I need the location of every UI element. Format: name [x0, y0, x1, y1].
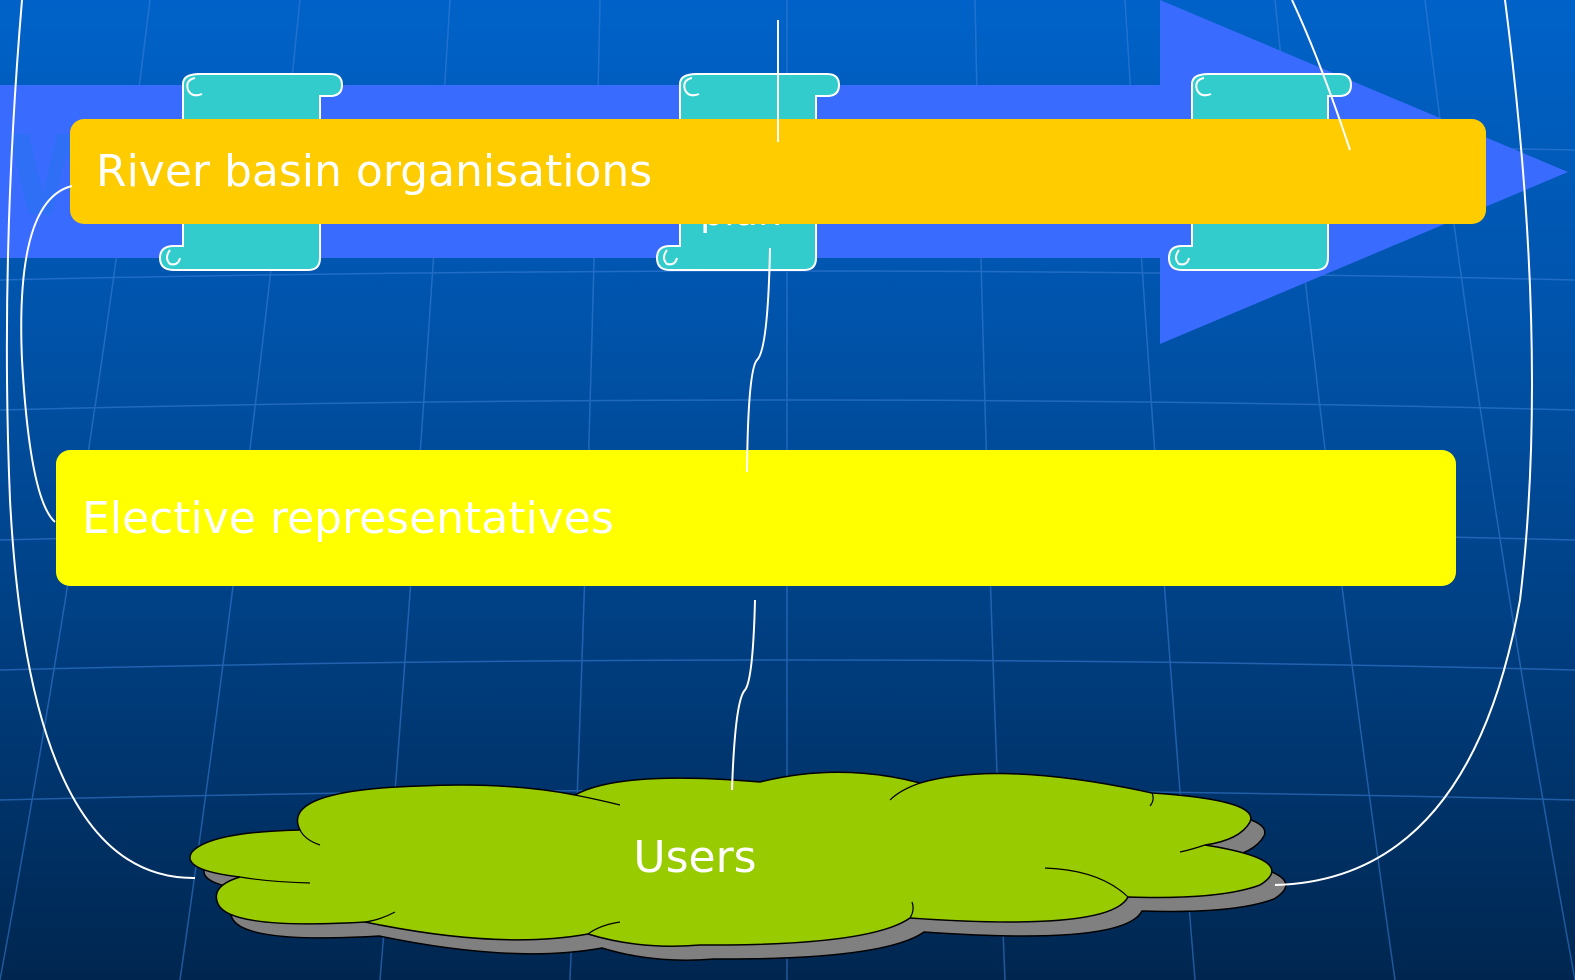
users-label: Users	[633, 832, 757, 883]
box-label: Elective representatives	[82, 492, 614, 544]
box-label: River basin organisations	[96, 146, 653, 197]
elective-representatives-box: Elective representatives	[56, 450, 1456, 586]
